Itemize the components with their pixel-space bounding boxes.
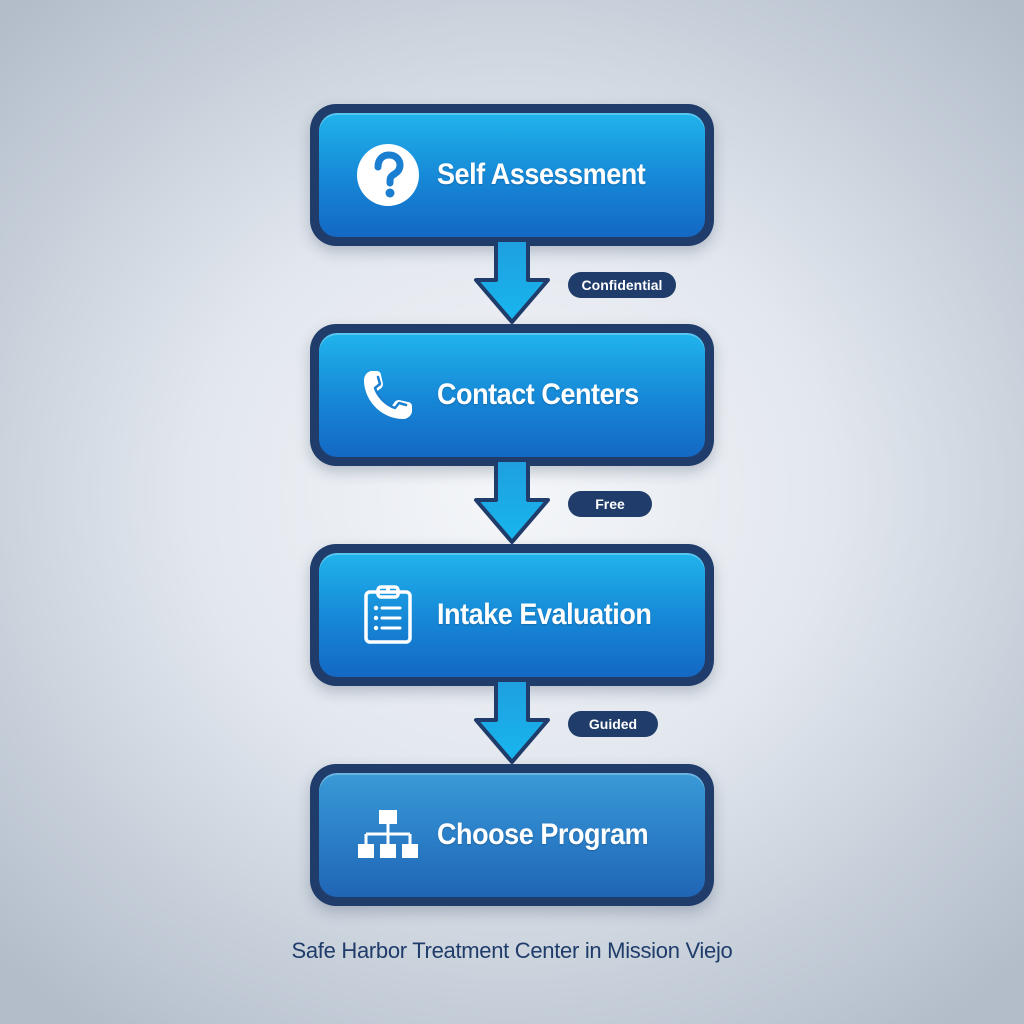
step-box: Self Assessment — [319, 113, 705, 237]
hierarchy-icon — [355, 802, 421, 868]
clipboard-icon — [355, 582, 421, 648]
down-arrow-icon — [474, 238, 550, 324]
step-label: Choose Program — [437, 818, 649, 851]
step-choose-program[interactable]: Choose Program — [310, 764, 714, 906]
step-label: Intake Evaluation — [437, 598, 652, 631]
footer-caption: Safe Harbor Treatment Center in Mission … — [291, 938, 733, 963]
step-box: Intake Evaluation — [319, 553, 705, 677]
step-box: Choose Program — [319, 773, 705, 897]
down-arrow-icon — [474, 678, 550, 764]
down-arrow-icon — [474, 458, 550, 544]
connector-badge: Confidential — [568, 272, 676, 298]
step-box: Contact Centers — [319, 333, 705, 457]
step-self-assessment[interactable]: Self Assessment — [310, 104, 714, 246]
step-label: Contact Centers — [437, 378, 639, 411]
step-label: Self Assessment — [437, 158, 646, 191]
question-icon — [355, 142, 421, 208]
step-contact-centers[interactable]: Contact Centers — [310, 324, 714, 466]
step-intake-evaluation[interactable]: Intake Evaluation — [310, 544, 714, 686]
connector-badge: Guided — [568, 711, 658, 737]
connector-badge: Free — [568, 491, 652, 517]
phone-icon — [355, 362, 421, 428]
